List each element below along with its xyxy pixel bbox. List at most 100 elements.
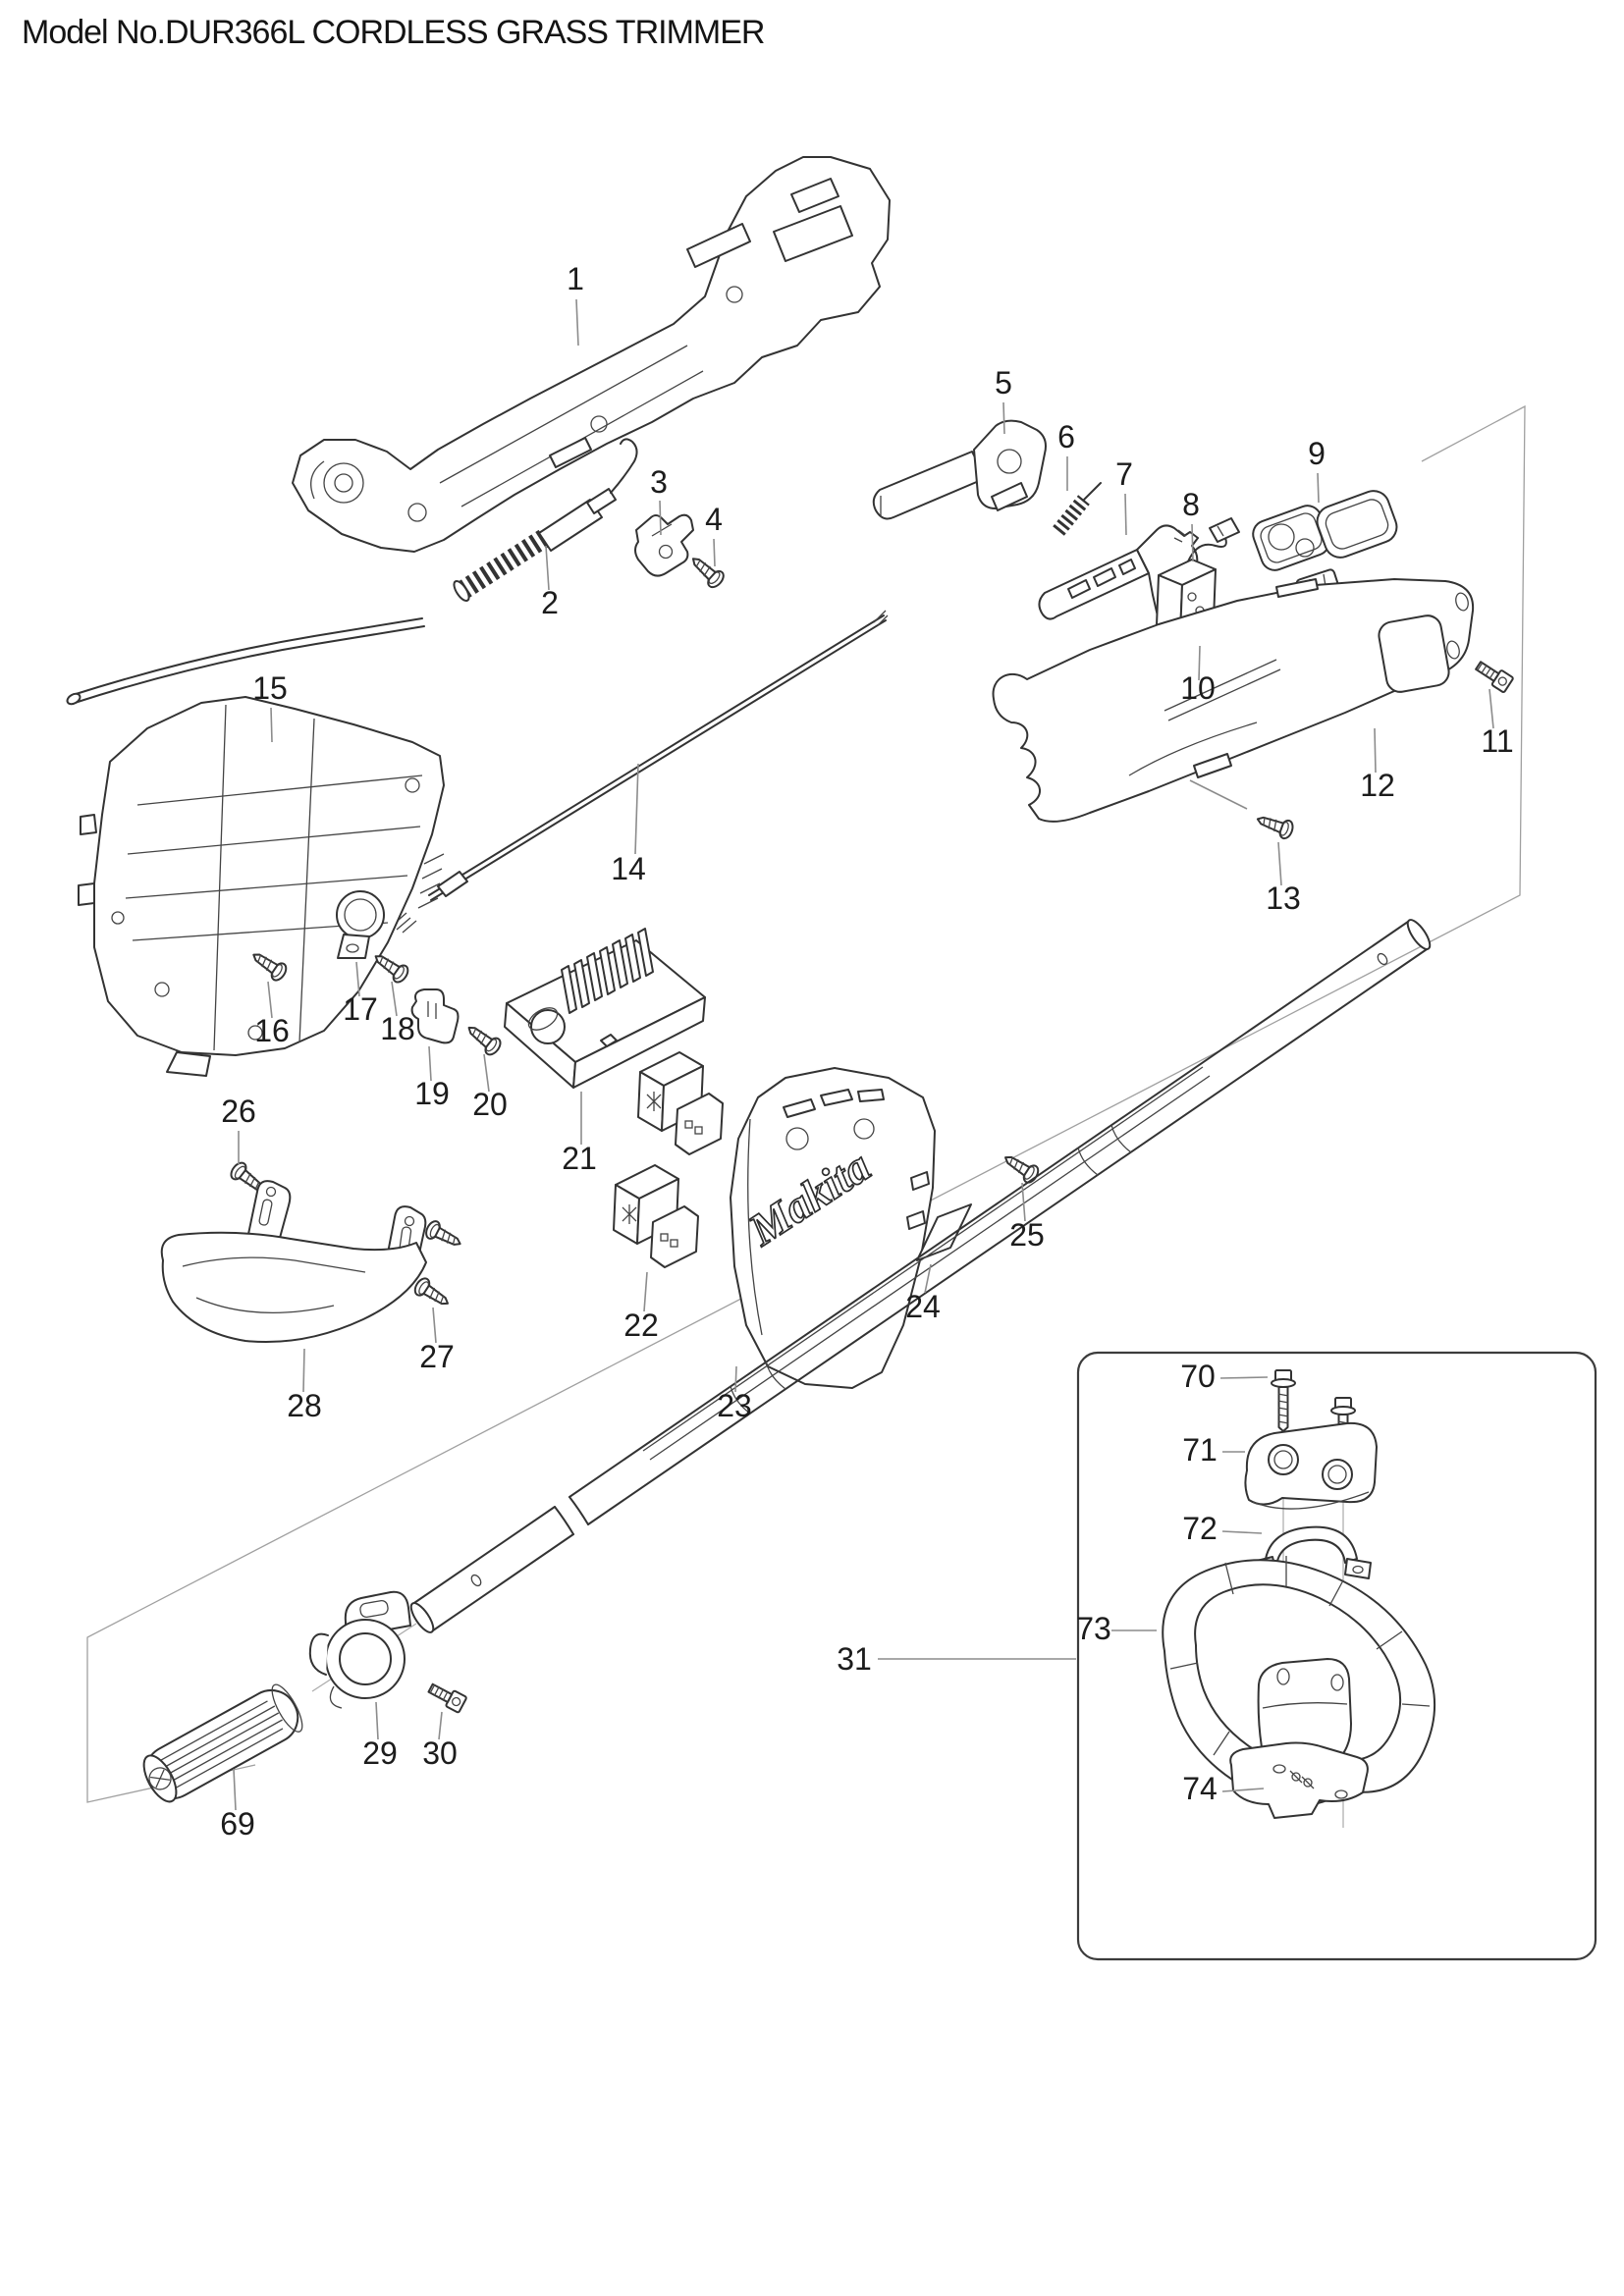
leader-line-69 <box>233 1768 237 1811</box>
leader-line-16 <box>267 981 273 1019</box>
part-label-19: 19 <box>414 1076 450 1111</box>
part-label-13: 13 <box>1266 881 1301 916</box>
part-label-11: 11 <box>1481 723 1513 759</box>
leader-line-8 <box>1191 523 1194 562</box>
part-label-5: 5 <box>995 365 1012 400</box>
leader-line-1 <box>575 298 579 347</box>
part-label-25: 25 <box>1009 1217 1045 1253</box>
part-sketch-70a <box>1271 1369 1296 1432</box>
part-label-24: 24 <box>905 1289 941 1324</box>
part-label-12: 12 <box>1360 768 1395 803</box>
part-label-6: 6 <box>1057 419 1075 454</box>
leader-line-23 <box>734 1365 737 1393</box>
leader-line-28 <box>302 1348 305 1393</box>
leader-line-11 <box>1489 688 1494 729</box>
inset-box-group <box>1076 1351 1597 1961</box>
part-sketch-69 <box>142 1683 303 1803</box>
part-sketch-71 <box>1244 1421 1378 1510</box>
part-sketch-28 <box>160 1180 427 1344</box>
part-label-10: 10 <box>1180 670 1216 706</box>
part-sketch-24 <box>916 1203 972 1261</box>
part-label-26: 26 <box>221 1094 256 1129</box>
leader-line-9 <box>1317 472 1320 504</box>
part-sketch-19 <box>410 988 460 1044</box>
part-sketch-74 <box>1229 1741 1369 1819</box>
part-sketch-5 <box>872 419 1047 520</box>
leader-line-12 <box>1374 727 1377 774</box>
leader-line-22 <box>643 1271 648 1312</box>
part-label-23: 23 <box>717 1388 752 1423</box>
leader-line-15 <box>270 707 273 743</box>
part-sketch-22 <box>613 1051 724 1268</box>
part-label-1: 1 <box>567 261 584 296</box>
leader-line-72 <box>1221 1530 1263 1534</box>
part-sketch-20 <box>461 1019 505 1059</box>
leader-line-29 <box>375 1701 379 1740</box>
leader-line-7 <box>1124 493 1127 536</box>
leader-line-25 <box>1021 1182 1026 1222</box>
leader-line-4 <box>713 538 716 567</box>
leader-line-20 <box>483 1053 490 1093</box>
part-label-72: 72 <box>1182 1511 1218 1546</box>
leader-line-13-1 <box>1189 779 1248 810</box>
leader-line-10 <box>1198 645 1201 681</box>
leader-line-13 <box>1277 841 1282 886</box>
leader-line-18 <box>391 981 398 1017</box>
part-sketch-3 <box>634 513 694 577</box>
leader-line-17 <box>355 961 360 997</box>
part-sketch-12 <box>992 578 1475 823</box>
part-sketch-2 <box>66 438 638 706</box>
leader-line-70 <box>1219 1376 1269 1379</box>
leader-line-19 <box>428 1045 432 1082</box>
part-label-20: 20 <box>472 1087 508 1122</box>
part-sketch-6 <box>1053 482 1102 536</box>
part-label-14: 14 <box>611 851 646 886</box>
leader-line-30 <box>438 1711 443 1740</box>
part-label-4: 4 <box>705 502 723 537</box>
part-sketch-1 <box>292 156 891 553</box>
leader-line-2 <box>545 545 550 591</box>
leader-line-14 <box>634 763 639 855</box>
part-sketch-13 <box>1253 809 1296 841</box>
part-sketch-30 <box>425 1679 468 1714</box>
part-label-3: 3 <box>650 464 668 500</box>
part-label-74: 74 <box>1182 1771 1218 1806</box>
part-label-2: 2 <box>541 585 559 620</box>
part-label-21: 21 <box>562 1141 597 1176</box>
part-label-69: 69 <box>220 1806 255 1842</box>
part-label-28: 28 <box>287 1388 322 1423</box>
part-sketch-23: Makita <box>730 1067 936 1389</box>
part-label-9: 9 <box>1308 436 1326 471</box>
part-label-73: 73 <box>1076 1611 1111 1646</box>
part-sketch-14 <box>390 610 889 934</box>
part-sketch-73 <box>1162 1556 1435 1806</box>
part-label-27: 27 <box>419 1339 455 1374</box>
part-label-16: 16 <box>254 1013 290 1048</box>
part-label-15: 15 <box>252 670 288 706</box>
part-label-70: 70 <box>1180 1359 1216 1394</box>
part-sketch-4 <box>685 551 728 592</box>
leader-line-27 <box>432 1307 437 1344</box>
part-sketch-11 <box>1472 657 1515 694</box>
part-label-22: 22 <box>623 1308 659 1343</box>
part-label-30: 30 <box>422 1735 458 1771</box>
leader-line-24 <box>924 1263 932 1294</box>
part-label-71: 71 <box>1182 1432 1218 1468</box>
part-sketch-17 <box>336 890 385 959</box>
part-label-7: 7 <box>1115 456 1133 492</box>
leader-line-74 <box>1221 1788 1265 1792</box>
part-label-29: 29 <box>362 1735 398 1771</box>
part-sketch-29 <box>308 1590 411 1709</box>
inset-box <box>1076 1351 1597 1961</box>
part-label-17: 17 <box>343 991 378 1027</box>
leader-line-3 <box>659 500 662 536</box>
part-label-18: 18 <box>380 1011 415 1046</box>
part-sketch-21 <box>504 928 706 1089</box>
part-label-8: 8 <box>1182 487 1200 522</box>
page-title: Model No.DUR366L CORDLESS GRASS TRIMMER <box>22 14 765 51</box>
part-label-31: 31 <box>837 1641 872 1677</box>
leader-line-5 <box>1002 401 1005 435</box>
